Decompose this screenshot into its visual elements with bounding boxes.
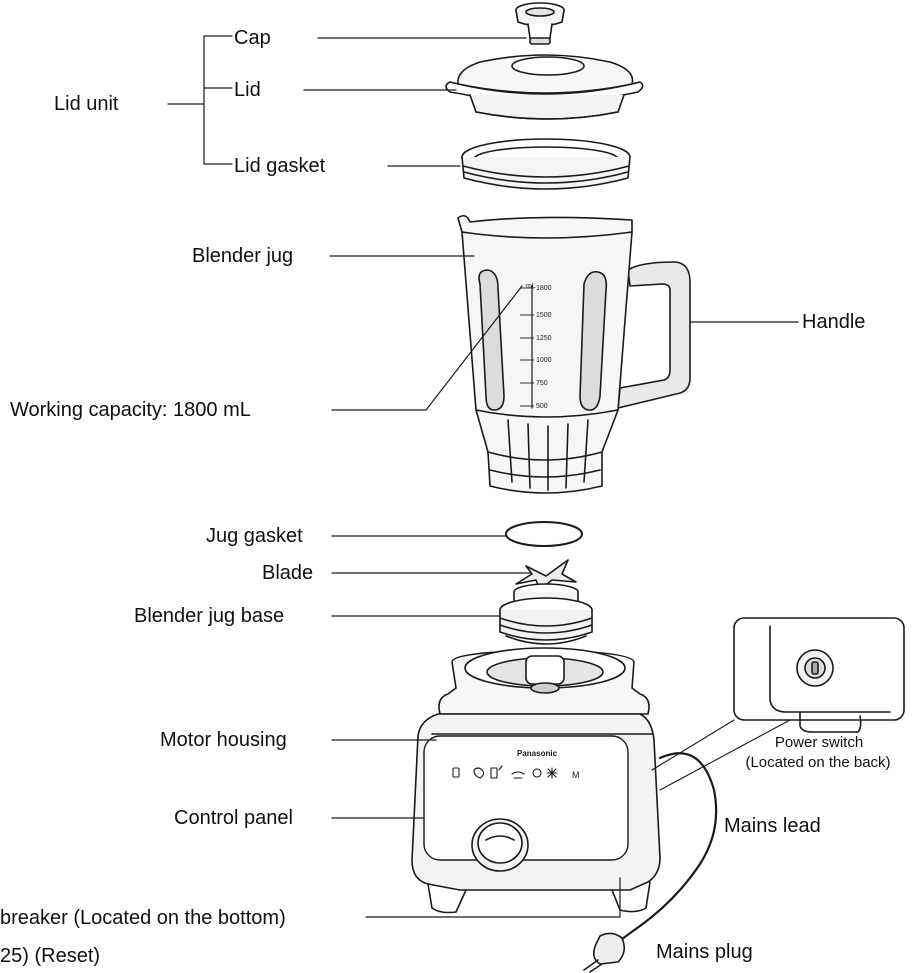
label-jug-gasket: Jug gasket [206,525,303,547]
blender-jug-illustration [457,214,691,494]
label-working-capacity: Working capacity: 1800 mL [10,399,251,421]
label-lid: Lid [234,79,261,101]
label-mains-lead: Mains lead [724,815,821,837]
label-lid-unit: Lid unit [54,93,119,115]
leader-lines [167,35,799,918]
label-cap: Cap [234,27,271,49]
label-lid-gasket: Lid gasket [234,155,326,177]
jug-scale-mark: 750 [536,380,548,387]
jug-gasket-illustration [505,521,583,547]
control-panel-illustration [423,735,629,872]
lid-gasket-illustration [461,138,631,190]
label-motor-housing: Motor housing [160,729,287,751]
jug-scale-mark: 1800 [536,285,552,292]
label-power-switch: Power switch [774,734,864,751]
blender-jug-base-illustration [499,559,593,645]
jug-scale-mark: 500 [536,403,548,410]
mains-lead-illustration [583,752,718,973]
label-mains-plug: Mains plug [656,941,753,963]
label-handle: Handle [802,311,866,333]
label-breaker-line2: 25) (Reset) [0,945,101,967]
label-breaker-line1: breaker (Located on the bottom) [0,907,286,929]
jug-scale: mL 1800 1500 1250 1000 750 500 [520,283,552,410]
label-power-switch-location: (Located on the back) [745,754,891,771]
jug-scale-mark: 1000 [536,357,552,364]
label-blender-jug: Blender jug [192,245,294,267]
power-switch-inset [651,617,905,791]
jug-scale-mark: 1500 [536,312,552,319]
panel-mode-letter: M [572,770,580,780]
lid-illustration [445,54,644,120]
brand-logo-text: Panasonic [517,749,558,758]
jug-scale-mark: 1250 [536,335,552,342]
label-control-panel: Control panel [174,807,293,829]
label-blade: Blade [262,562,314,584]
jug-scale-unit: mL [526,283,536,290]
cap-illustration [515,2,565,45]
label-blender-jug-base: Blender jug base [134,605,285,627]
